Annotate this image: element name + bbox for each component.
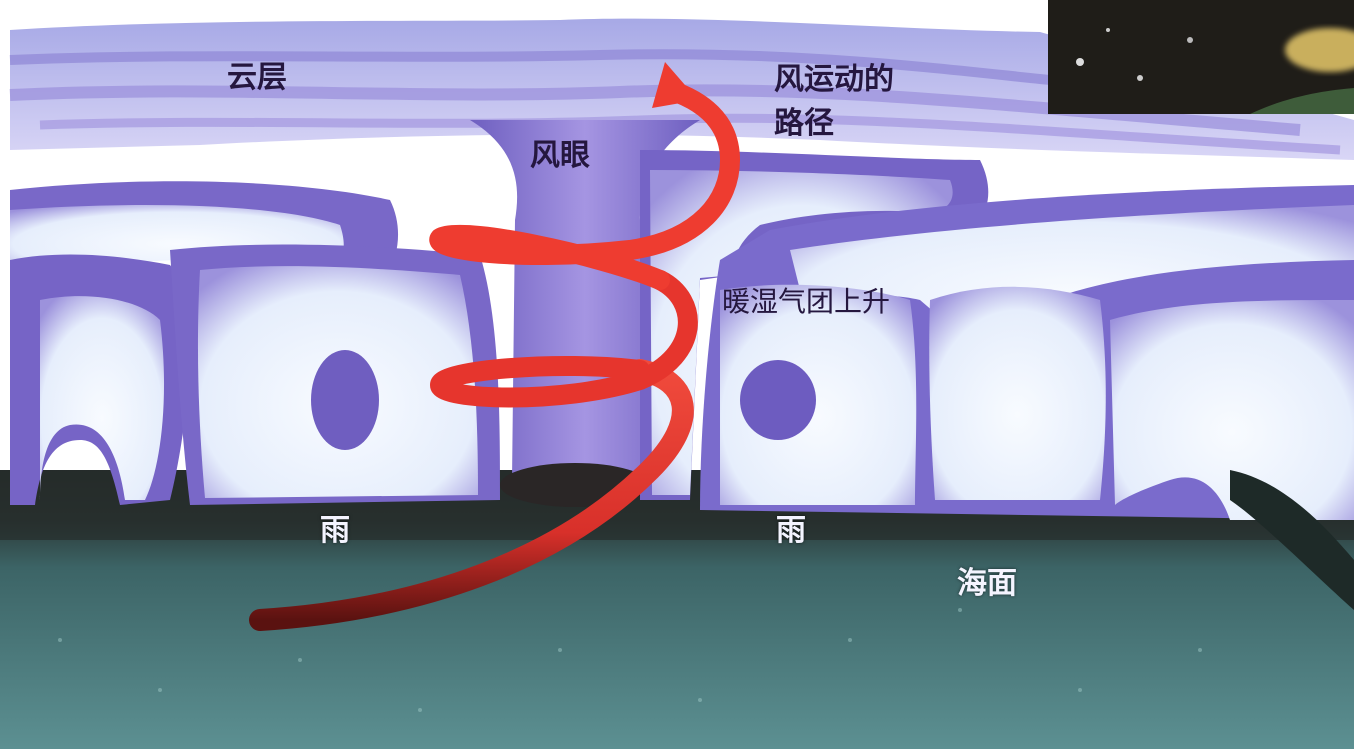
warm-air-rising-label: 暖湿气团上升 bbox=[722, 285, 891, 318]
rain-right-label: 雨 bbox=[776, 513, 806, 548]
sea-surface-label: 海面 bbox=[957, 566, 1017, 601]
rain-left-label: 雨 bbox=[320, 513, 350, 548]
wind-path-spiral bbox=[249, 62, 741, 631]
arrow-head-icon bbox=[652, 62, 698, 108]
satellite-photo-inset bbox=[1048, 0, 1354, 114]
right-cloud-masses bbox=[640, 150, 1354, 610]
wind-path-label: 风运动的 路径 bbox=[774, 62, 894, 141]
cloud-layer-label: 云层 bbox=[227, 60, 287, 95]
eye-label: 风眼 bbox=[530, 138, 590, 173]
left-cloud-masses bbox=[10, 181, 500, 506]
